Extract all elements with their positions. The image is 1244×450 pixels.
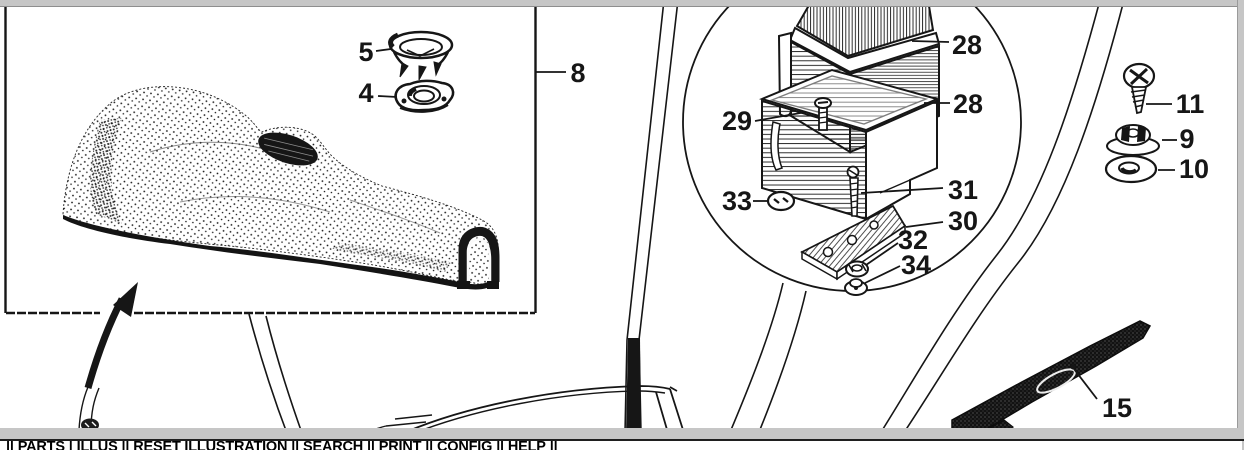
nut-34-drawing[interactable] <box>844 278 868 296</box>
toolbar-item-illus[interactable]: ILLUS <box>76 441 118 450</box>
bottom-toolbar: ||PARTS|ILLUS||RESET ILLUSTRATION||SEARC… <box>2 441 1242 450</box>
toolbar-separator: || <box>291 441 300 450</box>
toolbar-separator: || <box>496 441 504 450</box>
carpet-hole <box>258 132 318 166</box>
part-label-5[interactable]: 5 <box>358 37 373 67</box>
washer-10-drawing[interactable] <box>1104 154 1158 184</box>
toolbar-separator: || <box>425 441 433 450</box>
part-label-9[interactable]: 9 <box>1179 124 1194 154</box>
top-frame-edge <box>0 0 1244 7</box>
screw-11-drawing[interactable] <box>1122 62 1156 115</box>
grommet-5-drawing[interactable] <box>388 30 454 81</box>
part-label-28b[interactable]: 28 <box>953 89 983 119</box>
part-label-8[interactable]: 8 <box>570 58 585 88</box>
part-label-15[interactable]: 15 <box>1102 393 1132 423</box>
part-label-29[interactable]: 29 <box>722 106 752 136</box>
screw-31-drawing[interactable] <box>846 165 860 217</box>
toolbar-item-config[interactable]: CONFIG <box>437 441 493 450</box>
right-frame-edge <box>1237 0 1244 450</box>
nut-32-drawing[interactable] <box>845 260 869 278</box>
part-label-34[interactable]: 34 <box>901 250 931 280</box>
inset-box-frame <box>4 0 537 315</box>
part-label-4[interactable]: 4 <box>358 78 373 108</box>
part-label-28a[interactable]: 28 <box>952 30 982 60</box>
control-cables <box>78 0 1125 438</box>
toolbar-item-search[interactable]: SEARCH <box>303 441 364 450</box>
toolbar-item-reset-illustration[interactable]: RESET ILLUSTRATION <box>133 441 288 450</box>
toolbar-item-parts[interactable]: PARTS <box>17 441 65 450</box>
part-label-32[interactable]: 32 <box>898 225 928 255</box>
tunnel-carpet-drawing[interactable] <box>62 86 500 290</box>
pointer-arrow <box>84 282 138 389</box>
toolbar-item-help[interactable]: HELP <box>507 441 546 450</box>
washer-4-drawing[interactable] <box>394 79 455 113</box>
bolt-29-drawing[interactable] <box>814 97 832 131</box>
toolbar-separator: || <box>367 441 375 450</box>
leader-lines <box>375 40 1177 400</box>
heater-casing-drawing[interactable] <box>759 68 940 221</box>
toolbar-separator: | <box>68 441 73 450</box>
toolbar-item-print[interactable]: PRINT <box>378 441 422 450</box>
part-label-31[interactable]: 31 <box>948 175 978 205</box>
nut-9-drawing[interactable] <box>1106 124 1160 156</box>
grommet-33-drawing[interactable] <box>766 190 796 212</box>
toolbar-separator: || <box>121 441 130 450</box>
part-label-10[interactable]: 10 <box>1179 154 1209 184</box>
toolbar-separator: || <box>6 441 14 450</box>
toolbar-separator: || <box>549 441 558 450</box>
statusbar-spacer <box>0 428 1244 441</box>
part-label-11[interactable]: 11 <box>1176 89 1205 119</box>
part-label-30[interactable]: 30 <box>948 206 978 236</box>
part-label-33[interactable]: 33 <box>722 186 752 216</box>
